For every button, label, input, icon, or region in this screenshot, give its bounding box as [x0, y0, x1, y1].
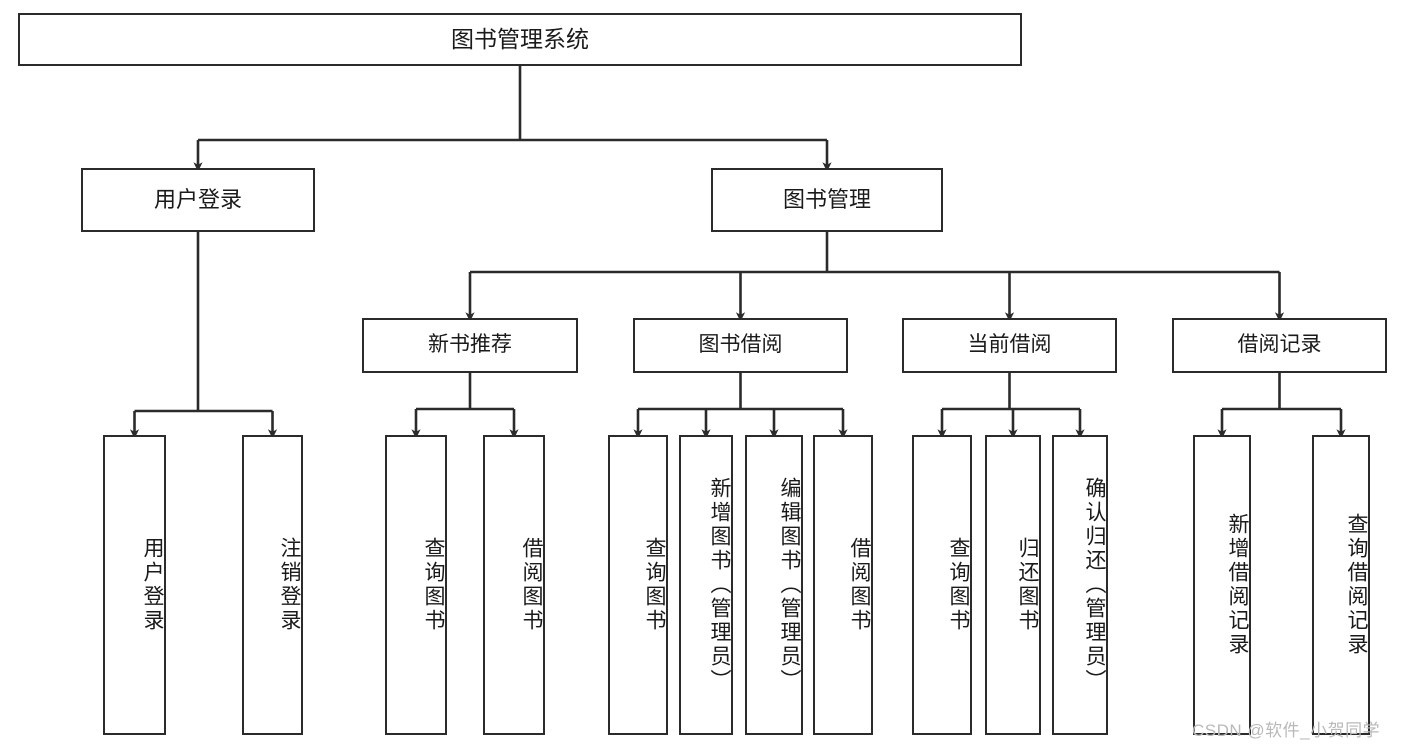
node-leaf-add-borrow-record[interactable]: 新增借阅记录 — [1193, 435, 1251, 735]
node-leaf-user-login[interactable]: 用户登录 — [103, 435, 166, 735]
node-leaf-return-book[interactable]: 归还图书 — [985, 435, 1041, 735]
leaf-label: 查询图书 — [947, 537, 970, 633]
node-user-login[interactable]: 用户登录 — [81, 168, 315, 232]
leaf-label: 编辑图书（管理员） — [778, 477, 801, 693]
leaf-label: 归还图书 — [1016, 537, 1039, 633]
node-leaf-borrow-book-rec[interactable]: 借阅图书 — [483, 435, 545, 735]
leaf-label: 注销登录 — [278, 537, 301, 633]
node-book-management[interactable]: 图书管理 — [711, 168, 943, 232]
node-leaf-borrow-book[interactable]: 借阅图书 — [813, 435, 873, 735]
node-leaf-query-book-borrow[interactable]: 查询图书 — [608, 435, 668, 735]
node-root-图书管理系统[interactable]: 图书管理系统 — [18, 13, 1022, 66]
leaf-label: 查询借阅记录 — [1345, 513, 1368, 657]
node-borrow-record[interactable]: 借阅记录 — [1172, 318, 1387, 373]
node-leaf-query-borrow-record[interactable]: 查询借阅记录 — [1312, 435, 1370, 735]
node-leaf-query-book-current[interactable]: 查询图书 — [912, 435, 972, 735]
node-new-book-recommend[interactable]: 新书推荐 — [362, 318, 578, 373]
leaf-label: 查询图书 — [422, 537, 445, 633]
node-leaf-query-book-rec[interactable]: 查询图书 — [385, 435, 447, 735]
leaf-label: 借阅图书 — [520, 537, 543, 633]
csdn-watermark: CSDN @软件_小贺同学 — [1192, 721, 1381, 740]
leaf-label: 确认归还（管理员） — [1083, 477, 1106, 693]
leaf-label: 用户登录 — [141, 537, 164, 633]
leaf-label: 查询图书 — [643, 537, 666, 633]
node-leaf-edit-book-admin[interactable]: 编辑图书（管理员） — [745, 435, 803, 735]
leaf-label: 新增图书（管理员） — [708, 477, 731, 693]
node-leaf-add-book-admin[interactable]: 新增图书（管理员） — [679, 435, 733, 735]
node-book-borrow[interactable]: 图书借阅 — [633, 318, 848, 373]
node-leaf-user-logout[interactable]: 注销登录 — [242, 435, 303, 735]
node-leaf-confirm-return-admin[interactable]: 确认归还（管理员） — [1052, 435, 1108, 735]
node-current-borrow[interactable]: 当前借阅 — [902, 318, 1117, 373]
leaf-label: 借阅图书 — [848, 537, 871, 633]
leaf-label: 新增借阅记录 — [1226, 513, 1249, 657]
